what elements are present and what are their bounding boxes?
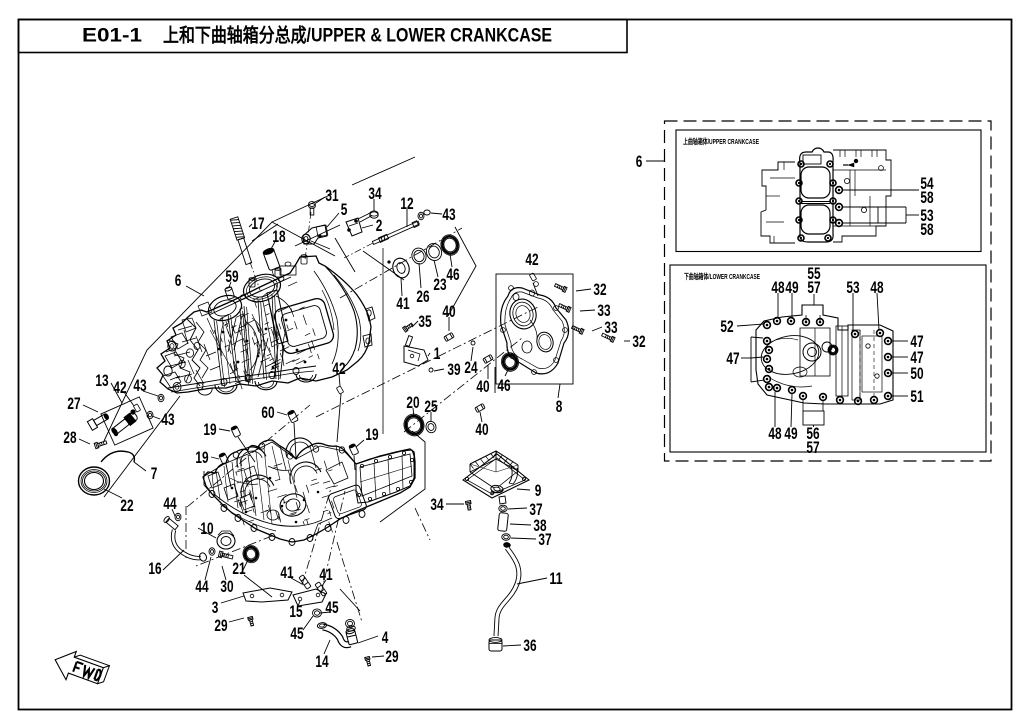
svg-text:8: 8 [556,398,563,416]
svg-text:43: 43 [442,206,455,224]
svg-text:29: 29 [385,648,398,666]
svg-text:38: 38 [533,517,546,535]
svg-text:45: 45 [325,599,338,617]
svg-text:50: 50 [910,365,923,383]
svg-text:3: 3 [212,599,219,617]
svg-text:53: 53 [920,207,933,225]
svg-text:15: 15 [289,603,302,621]
svg-text:E01-1: E01-1 [82,26,143,47]
svg-text:47: 47 [910,333,923,351]
svg-text:4: 4 [382,629,389,647]
svg-text:28: 28 [63,429,76,447]
svg-text:19: 19 [203,421,216,439]
svg-text:7: 7 [151,465,158,483]
svg-text:27: 27 [67,395,80,413]
svg-text:上曲轴箱体/UPPER CRANKCASE: 上曲轴箱体/UPPER CRANKCASE [683,136,759,146]
svg-text:34: 34 [368,185,382,203]
svg-text:24: 24 [464,359,478,377]
svg-text:20: 20 [406,394,419,412]
svg-text:1: 1 [434,345,441,363]
svg-text:32: 32 [593,281,606,299]
svg-text:18: 18 [272,228,285,246]
svg-text:40: 40 [476,378,489,396]
svg-text:57: 57 [806,439,819,457]
svg-text:59: 59 [225,268,238,286]
svg-text:52: 52 [720,318,733,336]
svg-text:29: 29 [214,617,227,635]
svg-text:39: 39 [447,361,460,379]
svg-text:46: 46 [446,266,459,284]
svg-text:23: 23 [433,276,446,294]
svg-text:25: 25 [424,398,437,416]
svg-text:46: 46 [497,377,510,395]
svg-text:26: 26 [416,288,429,306]
svg-text:58: 58 [920,189,933,207]
svg-text:51: 51 [910,388,923,406]
svg-text:48: 48 [768,425,781,443]
svg-text:33: 33 [604,319,617,337]
svg-text:58: 58 [920,221,933,239]
svg-text:49: 49 [785,279,798,297]
svg-text:55: 55 [807,265,820,283]
svg-text:48: 48 [870,279,883,297]
svg-text:44: 44 [195,578,209,596]
svg-text:41: 41 [396,295,409,313]
svg-text:53: 53 [846,279,859,297]
svg-text:40: 40 [442,303,455,321]
svg-text:9: 9 [535,482,542,500]
svg-text:45: 45 [290,625,303,643]
svg-text:下曲轴箱体/LOWER CRANKCASE: 下曲轴箱体/LOWER CRANKCASE [684,271,760,281]
svg-text:43: 43 [133,377,146,395]
svg-text:5: 5 [341,201,348,219]
svg-text:6: 6 [175,272,182,290]
svg-text:43: 43 [161,411,174,429]
svg-text:30: 30 [220,578,233,596]
svg-text:35: 35 [418,313,431,331]
svg-text:16: 16 [148,560,161,578]
svg-text:19: 19 [365,426,378,444]
svg-text:42: 42 [525,251,538,269]
svg-text:56: 56 [806,425,819,443]
svg-text:44: 44 [163,495,177,513]
svg-text:上和下曲轴箱分总成/UPPER & LOWER CRANKC: 上和下曲轴箱分总成/UPPER & LOWER CRANKCASE [163,24,552,47]
svg-text:37: 37 [538,531,551,549]
svg-text:48: 48 [771,279,784,297]
svg-text:2: 2 [376,217,383,235]
svg-text:10: 10 [200,520,213,538]
svg-text:54: 54 [920,175,934,193]
svg-text:40: 40 [475,421,488,439]
svg-text:60: 60 [261,404,274,422]
svg-text:19: 19 [195,449,208,467]
svg-text:42: 42 [113,379,126,397]
svg-text:31: 31 [325,187,338,205]
svg-text:13: 13 [95,372,108,390]
svg-text:41: 41 [280,564,293,582]
svg-text:41: 41 [319,566,332,584]
svg-text:34: 34 [430,496,444,514]
svg-text:22: 22 [120,497,133,515]
svg-text:33: 33 [597,302,610,320]
svg-text:17: 17 [251,215,264,233]
svg-text:6: 6 [636,153,643,171]
svg-text:11: 11 [549,570,562,588]
svg-text:37: 37 [529,501,542,519]
svg-text:57: 57 [807,279,820,297]
svg-text:49: 49 [784,425,797,443]
svg-text:21: 21 [232,560,245,578]
svg-text:14: 14 [315,653,329,671]
svg-text:42: 42 [332,360,345,378]
svg-text:36: 36 [523,637,536,655]
svg-text:47: 47 [726,350,739,368]
svg-text:32: 32 [632,333,645,351]
svg-text:12: 12 [400,195,413,213]
svg-text:47: 47 [910,349,923,367]
